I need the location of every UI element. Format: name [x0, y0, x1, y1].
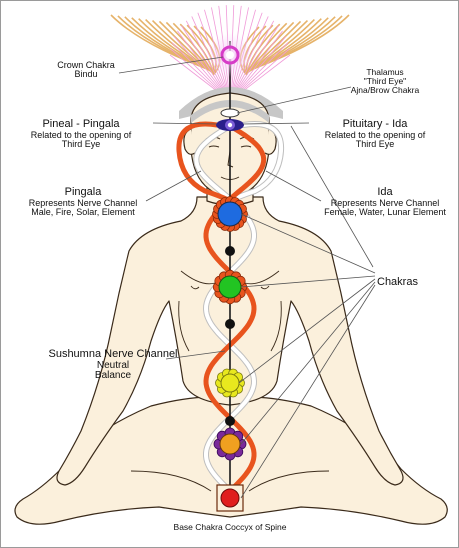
ida-spine-path — [194, 124, 257, 491]
pituitary-label-line-2: Related to the opening of — [324, 129, 426, 140]
pingala-channel — [176, 121, 267, 492]
pingala-label-line-3: Male, Fire, Solar, Element — [31, 206, 135, 217]
crown-label-line-2: Bindu — [74, 69, 98, 80]
thalamus-label-line-3: Ajna/Brow Chakra — [350, 84, 420, 95]
ida-label-line-2: Represents Nerve Channel — [330, 197, 440, 208]
pingala-spine-path — [203, 123, 267, 492]
solar-plexus-chakra — [215, 368, 245, 398]
thalamus-marker — [220, 108, 240, 118]
crown-chakra — [208, 33, 252, 77]
thalamus-label-line-2: "Third Eye" — [363, 75, 407, 86]
pingala-label-line-2: Represents Nerve Channel — [28, 197, 138, 208]
ida-label: Ida Represents Nerve Channel Female, Wat… — [324, 186, 446, 217]
pituitary-label: Pituitary - Ida Related to the opening o… — [324, 118, 426, 149]
base-chakra-label: Base Chakra Coccyx of Spine — [173, 522, 287, 532]
pineal-label: Pineal - Pingala Related to the opening … — [30, 118, 132, 149]
leader-lines — [118, 56, 376, 499]
heart-chakra — [212, 269, 248, 305]
thalamus-label: Thalamus "Third Eye" Ajna/Brow Chakra — [351, 68, 420, 95]
sushumna-label-line-3: Balance — [94, 370, 132, 382]
nadi-node-2 — [225, 319, 235, 329]
nadi-node-1 — [225, 246, 235, 256]
pingala-head-loop — [176, 121, 233, 204]
pituitary-label-line-3: Third Eye — [355, 138, 395, 149]
sushumna-label-line-2: Neutral — [96, 359, 130, 371]
pineal-label-title: Pineal - Pingala — [42, 118, 120, 130]
ida-label-title: Ida — [377, 186, 393, 198]
throat-chakra — [212, 196, 248, 232]
crown-chakra-label: Crown Chakra Bindu — [57, 60, 115, 80]
body-details — [130, 270, 330, 492]
nadi-node-3 — [225, 416, 235, 426]
thalamus-label-line-1: Thalamus — [366, 67, 404, 77]
sushumna-label-title: Sushumna Nerve Channel — [48, 348, 178, 360]
pineal-label-line-3: Third Eye — [61, 138, 101, 149]
ida-label-line-3: Female, Water, Lunar Element — [324, 206, 446, 217]
pineal-label-line-2: Related to the opening of — [30, 129, 132, 140]
pingala-label-title: Pingala — [64, 186, 102, 198]
pingala-label: Pingala Represents Nerve Channel Male, F… — [28, 186, 138, 217]
third-eye-chakra — [216, 119, 244, 131]
root-chakra — [216, 484, 244, 512]
pituitary-label-title: Pituitary - Ida — [342, 118, 408, 130]
sacral-chakra — [213, 427, 247, 461]
sushumna-label: Sushumna Nerve Channel Neutral Balance — [48, 348, 178, 382]
chakras-label: Chakras — [377, 276, 418, 288]
crown-label-line-1: Crown Chakra — [57, 60, 115, 70]
